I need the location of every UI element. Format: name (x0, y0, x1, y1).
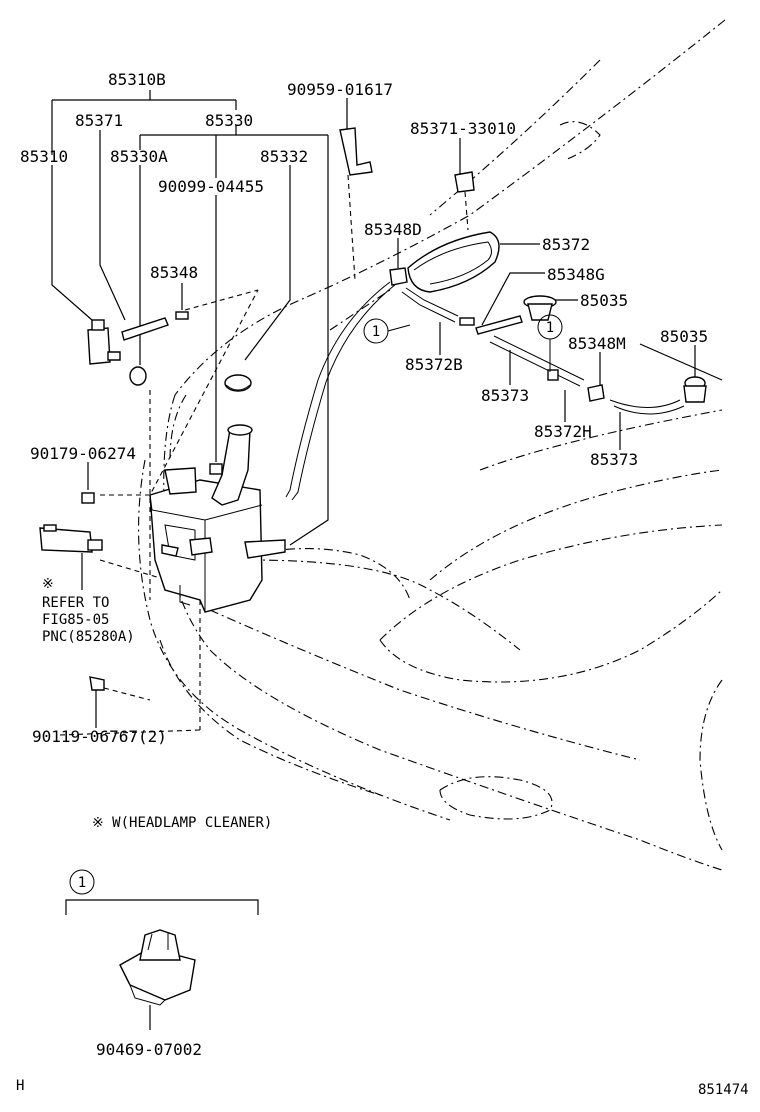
label-90959-01617: 90959-01617 (287, 80, 393, 99)
callout-1-right-text: 1 (546, 320, 554, 336)
headlamp-pump (39, 524, 103, 553)
label-85035-left: 85035 (580, 291, 628, 310)
footer-left-code: H (16, 1078, 24, 1094)
label-85373-lower: 85373 (590, 450, 638, 469)
label-85330A: 85330A (110, 147, 168, 166)
washer-tank (149, 424, 286, 613)
refer-note: ※ REFER TO FIG85-05 PNC(85280A) (42, 576, 135, 645)
detail-1: 1 (65, 869, 259, 1030)
vehicle-outline (138, 19, 726, 871)
label-85348M: 85348M (568, 334, 626, 353)
clips-and-joints (81, 127, 605, 691)
label-85371: 85371 (75, 111, 123, 130)
label-85332: 85332 (260, 147, 308, 166)
detail-1-number: 1 (78, 875, 86, 891)
refer-line-1: REFER TO (42, 595, 109, 611)
callout-1-right: 1 (537, 314, 563, 372)
label-85310B: 85310B (108, 70, 166, 89)
label-85348D: 85348D (364, 220, 422, 239)
label-85348G: 85348G (547, 265, 605, 284)
label-85373-upper: 85373 (481, 386, 529, 405)
callout-1-left: 1 (363, 318, 411, 344)
hoses (121, 231, 685, 501)
washer-nozzle-left (523, 295, 557, 321)
reference-lines (59, 174, 469, 736)
footer-right-code: 851474 (698, 1082, 749, 1098)
label-90469-07002: 90469-07002 (96, 1040, 202, 1059)
label-85348: 85348 (150, 263, 198, 282)
refer-line-2: FIG85-05 (42, 612, 109, 628)
washer-nozzle-right (683, 376, 707, 403)
label-85372B: 85372B (405, 355, 463, 374)
label-90099-04455: 90099-04455 (158, 177, 264, 196)
washer-pump (87, 319, 147, 386)
label-85035-right: 85035 (660, 327, 708, 346)
label-90119-06767: 90119-06767(2) (32, 727, 167, 746)
label-85372: 85372 (542, 235, 590, 254)
label-85310: 85310 (20, 147, 68, 166)
label-85371-33010: 85371-33010 (410, 119, 516, 138)
headlamp-cleaner-note: ※ W(HEADLAMP CLEANER) (92, 815, 272, 831)
filler-cap (224, 374, 252, 392)
refer-line-3: PNC(85280A) (42, 629, 135, 645)
callout-1-left-text: 1 (372, 324, 380, 340)
label-85372H: 85372H (534, 422, 592, 441)
label-85330: 85330 (205, 111, 253, 130)
refer-mark: ※ (42, 576, 54, 592)
label-90179-06274: 90179-06274 (30, 444, 136, 463)
